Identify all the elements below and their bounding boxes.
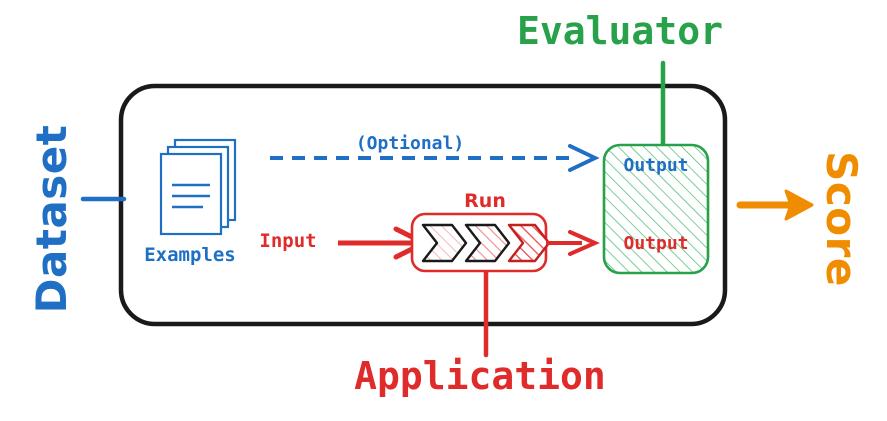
score-label: Score <box>817 151 866 287</box>
optional-dashed-arrow <box>270 144 600 172</box>
evaluator-label: Evaluator <box>517 9 723 53</box>
examples-label: Examples <box>144 244 236 266</box>
run-stage-chevron-1 <box>421 223 468 263</box>
run-label: Run <box>464 190 506 212</box>
output-box <box>602 143 710 275</box>
pipeline-container-box <box>118 83 728 327</box>
input-label: Input <box>259 230 317 252</box>
dataset-label: Dataset <box>27 124 76 314</box>
examples-document-stack-icon <box>159 138 237 236</box>
score-arrow <box>736 189 814 221</box>
run-to-output-arrow <box>546 230 600 256</box>
run-stage-chevron-3 <box>507 223 551 263</box>
output-top-label: Output <box>623 155 689 176</box>
application-label: Application <box>354 354 606 398</box>
output-bottom-label: Output <box>623 233 689 254</box>
run-stage-chevron-2 <box>464 223 511 263</box>
optional-label: (Optional) <box>355 133 465 154</box>
